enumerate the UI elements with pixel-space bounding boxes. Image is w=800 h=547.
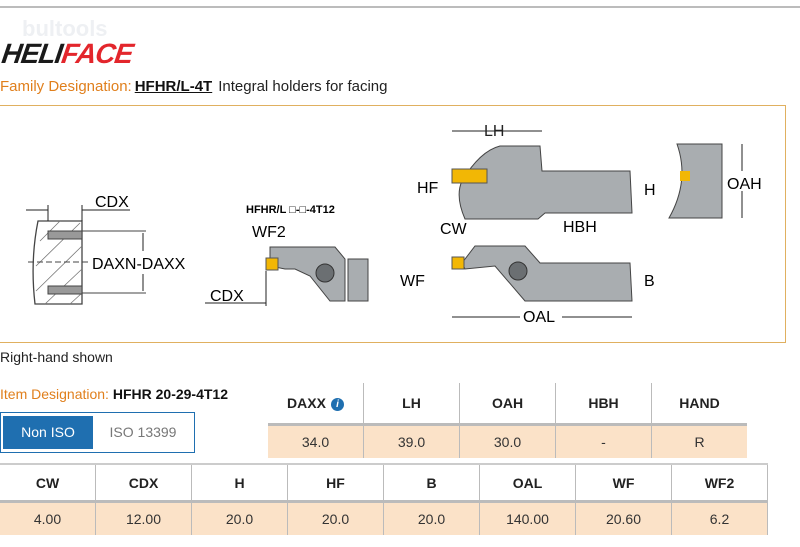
cdx-label: CDX <box>95 194 129 211</box>
wf2-label: WF2 <box>252 224 286 241</box>
family-label: Family Designation: <box>0 78 132 95</box>
family-designation: Family Designation:HFHR/L-4T Integral hol… <box>0 78 387 95</box>
value-hbh: - <box>555 424 652 458</box>
standard-toggle: Non ISO ISO 13399 <box>0 412 195 453</box>
h-label: H <box>644 182 656 199</box>
item-designation: Item Designation: HFHR 20-29-4T12 <box>0 386 228 402</box>
wf-label: WF <box>400 273 425 290</box>
header-cw: CW <box>0 464 96 503</box>
holder-end-view: OAH <box>668 143 766 219</box>
header-lh: LH <box>363 383 460 426</box>
value-wf2: 6.2 <box>671 501 768 535</box>
value-cdx: 12.00 <box>95 501 192 535</box>
header-cdx: CDX <box>95 464 192 503</box>
daxn-daxx-label: DAXN-DAXX <box>92 256 186 273</box>
header-oal: OAL <box>479 464 576 503</box>
oal-label: OAL <box>523 309 555 326</box>
value-daxx: 34.0 <box>268 424 364 458</box>
value-b: 20.0 <box>383 501 480 535</box>
heliface-logo: HELIFACE <box>0 38 135 69</box>
groove-section-drawing: CDX DAXN-DAXX <box>26 194 186 305</box>
header-wf: WF <box>575 464 672 503</box>
header-wf2: WF2 <box>671 464 768 503</box>
value-h: 20.0 <box>191 501 288 535</box>
header-hand: HAND <box>651 383 747 426</box>
non-iso-option[interactable]: Non ISO <box>3 416 93 449</box>
cdx-insert-label: CDX <box>210 288 244 305</box>
header-h: H <box>191 464 288 503</box>
holder-top-view: LH HF H HBH CW <box>417 123 656 238</box>
b-label: B <box>644 273 655 290</box>
top-divider <box>0 6 800 8</box>
header-hf: HF <box>287 464 384 503</box>
header-b: B <box>383 464 480 503</box>
value-hf: 20.0 <box>287 501 384 535</box>
value-oah: 30.0 <box>459 424 556 458</box>
insert-detail-drawing: HFHR/L □-□-4T12 WF2 CDX <box>205 204 369 306</box>
header-oah: OAH <box>459 383 556 426</box>
lh-label: LH <box>484 123 504 140</box>
cw-label: CW <box>440 221 468 238</box>
dimension-diagram: CDX DAXN-DAXX HFHR/L □-□-4T12 WF2 CDX LH… <box>0 105 786 343</box>
holder-side-view: WF B OAL <box>400 245 655 326</box>
value-wf: 20.60 <box>575 501 672 535</box>
family-description: Integral holders for facing <box>218 78 388 95</box>
hbh-label: HBH <box>563 219 597 236</box>
insert-code-label: HFHR/L □-□-4T12 <box>246 204 335 216</box>
dimensions-table-2: CW CDX H HF B OAL WF WF2 4.00 12.00 20.0… <box>0 463 768 535</box>
table-row: 34.0 39.0 30.0 - R <box>268 424 747 458</box>
oah-label: OAH <box>727 176 762 193</box>
value-lh: 39.0 <box>363 424 460 458</box>
table-row: 4.00 12.00 20.0 20.0 20.0 140.00 20.60 6… <box>0 501 768 535</box>
iso-13399-option[interactable]: ISO 13399 <box>109 424 177 440</box>
value-hand: R <box>651 424 747 458</box>
value-oal: 140.00 <box>479 501 576 535</box>
info-icon[interactable]: i <box>330 398 344 411</box>
family-code-link[interactable]: HFHR/L-4T <box>134 78 213 95</box>
value-cw: 4.00 <box>0 501 96 535</box>
hf-label: HF <box>417 180 439 197</box>
header-hbh: HBH <box>555 383 652 426</box>
right-hand-note: Right-hand shown <box>0 349 113 365</box>
watermark: bultools <box>22 16 108 41</box>
